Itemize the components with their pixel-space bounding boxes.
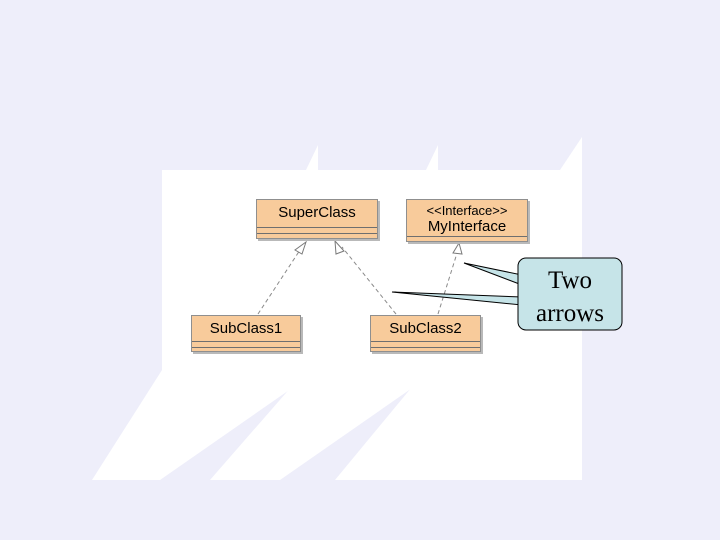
inheritance-arrow-line	[341, 246, 397, 315]
arrowhead-icon	[452, 241, 463, 255]
callout-line: Two	[547, 267, 593, 294]
class-separator	[371, 341, 480, 342]
class-box-superclass: SuperClass	[256, 199, 378, 239]
class-name: SubClass2	[389, 320, 462, 337]
class-separator	[192, 341, 300, 342]
callout-line: arrows	[535, 300, 605, 327]
class-separator	[257, 227, 377, 228]
interface-name: MyInterface	[427, 218, 507, 235]
class-name: SubClass1	[209, 320, 283, 337]
callout-text: Two arrows	[522, 264, 618, 330]
arrowhead-icon	[294, 240, 307, 255]
class-box-subclass1: SubClass1	[191, 315, 301, 352]
inheritance-arrow-line	[257, 249, 301, 315]
class-separator	[407, 236, 527, 237]
arrowhead-icon	[334, 239, 345, 255]
class-separator	[371, 347, 480, 348]
interface-stereotype: <<Interface>>	[426, 203, 508, 218]
callout-bubble	[517, 257, 623, 331]
class-separator	[257, 233, 377, 234]
interface-box: <<Interface>> MyInterface	[406, 199, 528, 242]
class-box-subclass2: SubClass2	[370, 315, 481, 352]
class-separator	[192, 347, 300, 348]
class-name: SuperClass	[278, 204, 356, 221]
